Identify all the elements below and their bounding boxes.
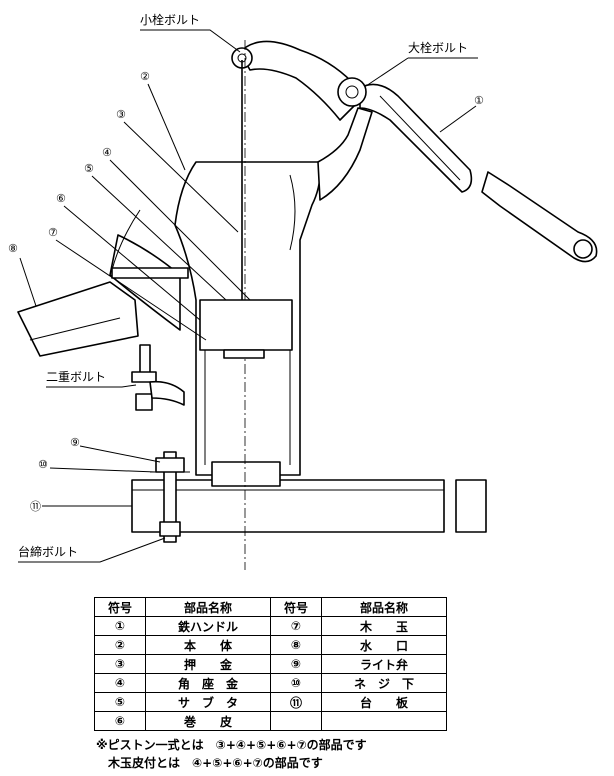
note-piston-set: ※ピストン一式とは ③+④+⑤+⑥+⑦の部品です bbox=[96, 738, 367, 752]
cell: ⑧ bbox=[270, 635, 322, 655]
svg-text:⑥: ⑥ bbox=[56, 192, 66, 205]
marker-4: ④ bbox=[102, 146, 251, 301]
marker-11: ⑪ bbox=[30, 500, 132, 513]
notes: ※ピストン一式とは ③+④+⑤+⑥+⑦の部品です 木玉皮付とは ④+⑤+⑥+⑦の… bbox=[96, 736, 367, 772]
marker-3: ③ bbox=[116, 108, 239, 233]
svg-text:⑤: ⑤ bbox=[84, 162, 94, 175]
cell: 本 体 bbox=[145, 635, 271, 655]
marker-2: ② bbox=[140, 70, 186, 171]
marker-1: ① bbox=[439, 94, 484, 133]
label-large-bolt: 大栓ボルト bbox=[408, 40, 468, 55]
table-row: ② 本 体 ⑧ 水 口 bbox=[94, 635, 447, 655]
base-bolt bbox=[150, 451, 190, 543]
cell: ライト弁 bbox=[321, 654, 447, 674]
base-plate bbox=[131, 479, 487, 533]
header-name-2: 部品名称 bbox=[321, 597, 447, 617]
svg-text:⑧: ⑧ bbox=[8, 242, 18, 255]
cell: ⑦ bbox=[270, 616, 322, 636]
cell: ⑨ bbox=[270, 654, 322, 674]
svg-text:⑩: ⑩ bbox=[38, 458, 48, 471]
body-flange bbox=[211, 461, 281, 487]
label-double-bolt: 二重ボルト bbox=[46, 370, 106, 384]
large-bolt-head bbox=[337, 77, 367, 107]
marker-8: ⑧ bbox=[8, 242, 37, 307]
table-header-row: 符号 部品名称 符号 部品名称 bbox=[94, 597, 447, 617]
cell bbox=[321, 711, 447, 731]
svg-text:⑨: ⑨ bbox=[70, 436, 80, 449]
cell: ④ bbox=[94, 673, 146, 693]
svg-text:⑦: ⑦ bbox=[48, 226, 58, 239]
cell: サ ブ タ bbox=[145, 692, 271, 712]
cell: ⑪ bbox=[270, 692, 322, 712]
pump-diagram: 小栓ボルト 大栓ボルト 二重ボルト 台締ボルト ① ② ③ ④ ⑤ ⑥ ⑦ ⑧ … bbox=[8, 12, 598, 570]
label-small-bolt: 小栓ボルト bbox=[140, 12, 200, 27]
marker-5: ⑤ bbox=[84, 162, 227, 301]
cell: 角 座 金 bbox=[145, 673, 271, 693]
cell: ⑥ bbox=[94, 711, 146, 731]
parts-table: 符号 部品名称 符号 部品名称 ① 鉄ハンドル ⑦ 木 玉 ② 本 体 ⑧ 水 … bbox=[94, 597, 447, 731]
header-name-1: 部品名称 bbox=[145, 597, 271, 617]
large-bolt-core bbox=[345, 85, 359, 99]
cell bbox=[270, 711, 322, 731]
svg-text:②: ② bbox=[140, 70, 150, 83]
cell: ⑤ bbox=[94, 692, 146, 712]
cell: ② bbox=[94, 635, 146, 655]
svg-text:⑪: ⑪ bbox=[30, 500, 41, 513]
marker-7: ⑦ bbox=[48, 226, 207, 341]
cell: ③ bbox=[94, 654, 146, 674]
svg-text:④: ④ bbox=[102, 146, 112, 159]
table-row: ① 鉄ハンドル ⑦ 木 玉 bbox=[94, 616, 447, 636]
marker-6: ⑥ bbox=[56, 192, 201, 321]
cell: 水 口 bbox=[321, 635, 447, 655]
cell: 鉄ハンドル bbox=[145, 616, 271, 636]
table-row: ⑤ サ ブ タ ⑪ 台 板 bbox=[94, 692, 447, 712]
marker-10: ⑩ bbox=[38, 458, 157, 473]
cell: 巻 皮 bbox=[145, 711, 271, 731]
table-row: ④ 角 座 金 ⑩ ネ ジ 下 bbox=[94, 673, 447, 693]
marker-9: ⑨ bbox=[70, 436, 161, 463]
header-code-1: 符号 bbox=[94, 597, 146, 617]
water-spout bbox=[17, 281, 139, 357]
iron-handle bbox=[359, 83, 598, 263]
cell: ⑩ bbox=[270, 673, 322, 693]
note-wood-ball: 木玉皮付とは ④+⑤+⑥+⑦の部品です bbox=[96, 756, 323, 770]
piston-assembly bbox=[111, 267, 293, 359]
cell: 押 金 bbox=[145, 654, 271, 674]
cell: ① bbox=[94, 616, 146, 636]
svg-text:③: ③ bbox=[116, 108, 126, 121]
header-code-2: 符号 bbox=[270, 597, 322, 617]
cell: 木 玉 bbox=[321, 616, 447, 636]
label-base-bolt: 台締ボルト bbox=[18, 544, 78, 559]
cell: ネ ジ 下 bbox=[321, 673, 447, 693]
svg-text:①: ① bbox=[474, 94, 484, 107]
cell: 台 板 bbox=[321, 692, 447, 712]
table-row: ③ 押 金 ⑨ ライト弁 bbox=[94, 654, 447, 674]
double-bolt bbox=[131, 344, 185, 411]
table-row: ⑥ 巻 皮 bbox=[94, 711, 447, 731]
